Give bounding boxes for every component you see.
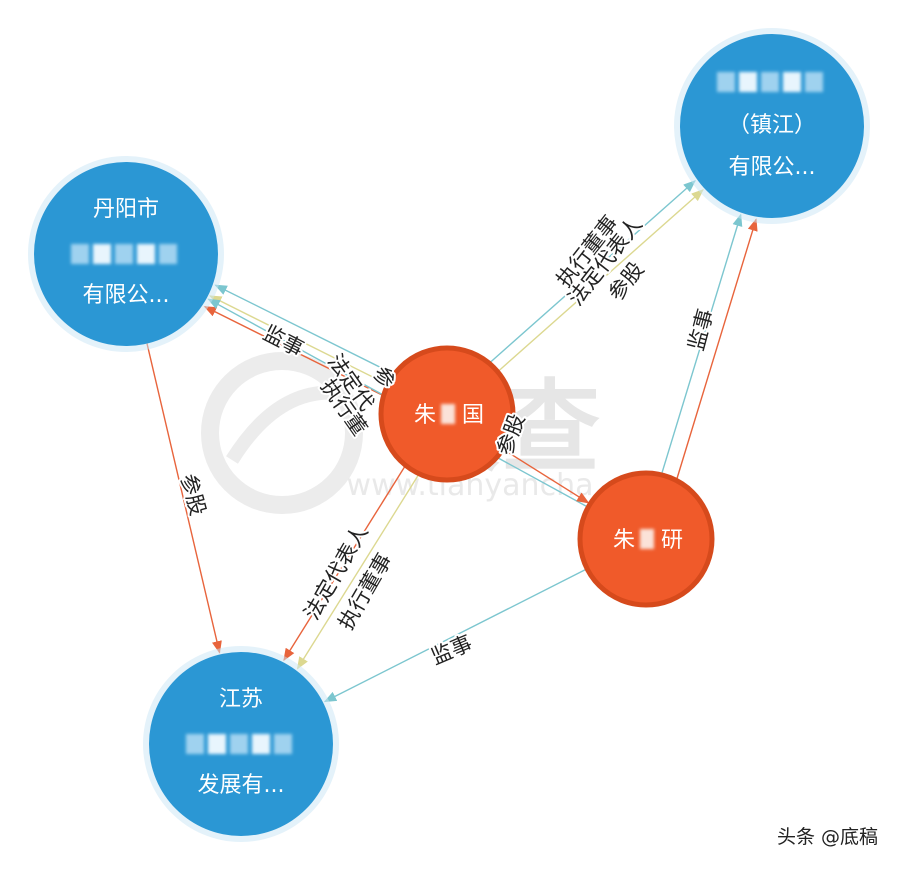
edge-p_guo-c_jiangsu — [283, 465, 406, 662]
redacted-block — [441, 404, 455, 424]
node-label-line: 有限公... — [729, 155, 816, 180]
edge-p_guo-c_zhenjiang — [489, 180, 696, 364]
node-label-line: （镇江） — [728, 113, 816, 138]
edge-p_guo-c_jiangsu — [296, 473, 420, 670]
redacted-text — [71, 244, 177, 264]
person-node-p_guo[interactable]: 朱国 — [378, 345, 516, 483]
redacted-block — [274, 734, 292, 754]
footer-credit: 头条 @底稿 — [776, 826, 878, 848]
edge-p_guo-c_danyang — [214, 284, 394, 375]
company-node-c_jiangsu[interactable]: 江苏发展有... — [143, 646, 339, 842]
redacted-block — [93, 244, 111, 264]
edge-label-c_danyang-c_jiangsu: 参股 — [176, 471, 210, 518]
redacted-block — [717, 72, 735, 92]
person-node-p_yan[interactable]: 朱研 — [577, 470, 715, 608]
redacted-block — [805, 72, 823, 92]
edge-p_yan-c_jiangsu — [323, 568, 588, 703]
redacted-block — [71, 244, 89, 264]
node-label-line: 发展有... — [198, 773, 285, 798]
edge-p_yan-c_zhenjiang — [660, 213, 743, 475]
nodes-layer: 丹阳市有限公...（镇江）有限公...江苏发展有...朱国朱研 — [28, 28, 870, 842]
edge-label-p_yan-c_jiangsu: 监事 — [428, 631, 476, 670]
node-label-line: 有限公... — [83, 283, 170, 308]
redacted-text — [717, 72, 823, 92]
redacted-block — [137, 244, 155, 264]
redacted-text — [640, 529, 654, 549]
person-given-name: 国 — [462, 403, 484, 428]
edge-p_guo-c_zhenjiang — [497, 189, 704, 373]
redacted-block — [739, 72, 757, 92]
edge-label-p_yan-c_zhenjiang: 监事 — [684, 306, 718, 353]
redacted-block — [159, 244, 177, 264]
company-node-c_danyang[interactable]: 丹阳市有限公... — [28, 156, 224, 352]
redacted-block — [640, 529, 654, 549]
edge-p_yan-c_zhenjiang — [676, 218, 758, 480]
person-surname: 朱 — [613, 528, 635, 553]
watermark-swoosh-icon — [226, 385, 352, 464]
watermark-logo-icon — [201, 352, 363, 514]
redacted-block — [115, 244, 133, 264]
redacted-text — [186, 734, 292, 754]
node-label-line: 丹阳市 — [93, 197, 159, 222]
edge-p_guo-c_danyang — [203, 306, 383, 396]
company-node-c_zhenjiang[interactable]: （镇江） 有限公... — [674, 28, 870, 224]
redacted-block — [252, 734, 270, 754]
edge-c_danyang-c_jiangsu — [146, 343, 222, 654]
redacted-block — [783, 72, 801, 92]
edge-p_guo-p_yan — [502, 448, 590, 504]
redacted-block — [761, 72, 779, 92]
edges-layer — [146, 180, 758, 703]
redacted-block — [208, 734, 226, 754]
redacted-text — [441, 404, 455, 424]
redacted-block — [230, 734, 248, 754]
redacted-block — [186, 734, 204, 754]
person-surname: 朱 — [414, 403, 436, 428]
edge-p_guo-c_danyang — [209, 295, 389, 386]
node-label-line: 江苏 — [219, 687, 263, 712]
person-given-name: 研 — [661, 528, 683, 553]
